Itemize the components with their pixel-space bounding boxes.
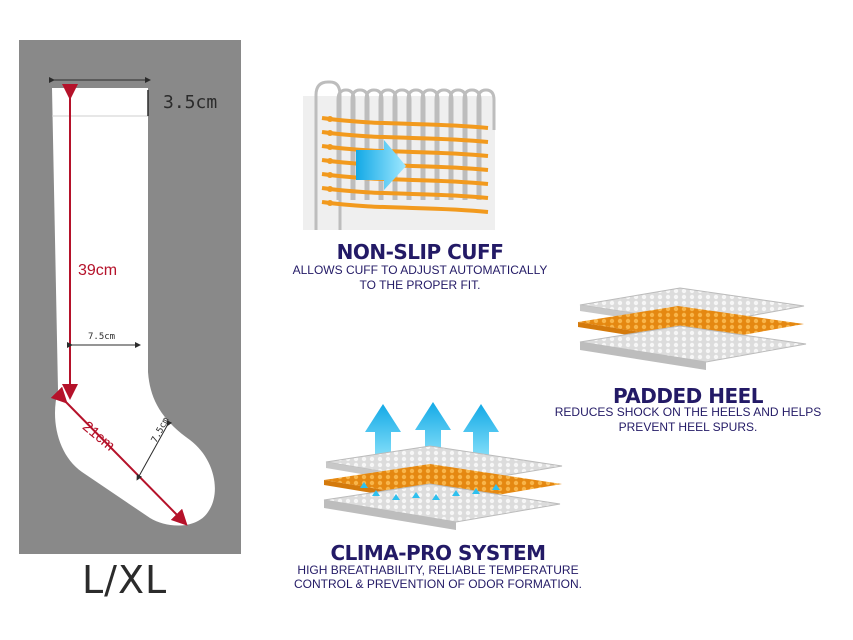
cuff-illustration: [303, 80, 496, 230]
compress-arrow-left-icon: [356, 140, 406, 190]
foot-length-line: [50, 386, 188, 526]
clima-illustration: [323, 402, 563, 530]
size-label: L/XL: [82, 558, 168, 602]
feature-desc-clima-2: CONTROL & PREVENTION OF ODOR FORMATION.: [293, 577, 582, 591]
total-length-label: 39cm: [78, 262, 118, 279]
foot-width-line: [136, 419, 173, 481]
cuff-loops: [314, 80, 496, 230]
feature-desc-clima-1: HIGH BREATHABILITY, RELIABLE TEMPERATURE: [297, 563, 579, 577]
leg-width-label: 7.5cm: [88, 332, 116, 342]
airflow-arrow-icon: [463, 404, 499, 462]
airflow-arrow-icon: [415, 402, 451, 460]
cuff-height-label: 3.5cm: [163, 92, 218, 113]
feature-desc-heel-2: PREVENT HEEL SPURS.: [618, 420, 758, 434]
heel-illustration: [578, 287, 807, 370]
feature-title-cuff: NON-SLIP CUFF: [336, 240, 504, 264]
feature-desc-heel-1: REDUCES SHOCK ON THE HEELS AND HELPS: [554, 405, 822, 419]
airflow-arrow-icon: [365, 404, 401, 462]
feature-desc-cuff-2: TO THE PROPER FIT.: [359, 278, 481, 292]
feature-title-heel: PADDED HEEL: [612, 384, 764, 408]
sock-silhouette: [52, 88, 215, 526]
feature-title-clima: CLIMA-PRO SYSTEM: [330, 541, 546, 565]
feature-desc-cuff-1: ALLOWS CUFF TO ADJUST AUTOMATICALLY: [292, 263, 548, 277]
